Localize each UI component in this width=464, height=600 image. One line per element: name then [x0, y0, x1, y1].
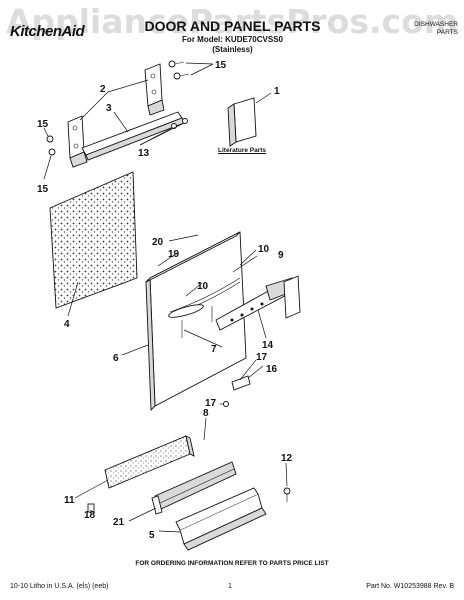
- model-line: For Model: KUDE70CVSS0: [182, 35, 283, 44]
- callout-8: 8: [203, 408, 209, 419]
- callout-14: 14: [262, 340, 274, 351]
- literature-parts-label: Literature Parts: [218, 147, 267, 154]
- callout-19: 19: [168, 249, 180, 260]
- hinge-bracket-right: [144, 63, 165, 116]
- ordering-info-note: FOR ORDERING INFORMATION REFER TO PARTS …: [135, 560, 329, 567]
- callout-2: 2: [100, 84, 106, 95]
- callout-4: 4: [64, 319, 70, 330]
- callout-10a: 10: [258, 244, 270, 255]
- clip-part: [231, 375, 251, 391]
- product-line-2: PARTS: [436, 29, 458, 36]
- outer-door-panel: [145, 231, 247, 412]
- lower-toe-panel-front: [104, 435, 195, 489]
- callout-7: 7: [211, 344, 217, 355]
- callout-13: 13: [138, 148, 150, 159]
- callout-17b: 17: [205, 398, 217, 409]
- literature-part: [227, 92, 272, 147]
- callout-16: 16: [266, 364, 278, 375]
- callout-1: 1: [274, 86, 280, 97]
- callout-15b: 15: [37, 119, 49, 130]
- footer-part-number: Part No. W10253988 Rev. B: [366, 583, 454, 590]
- brand-logo: KitchenAid: [10, 23, 85, 40]
- callout-12: 12: [281, 453, 293, 464]
- lower-toe-panel-middle: [151, 461, 237, 515]
- callout-21: 21: [113, 517, 125, 528]
- callout-18: 18: [84, 510, 96, 521]
- callout-11: 11: [64, 495, 75, 506]
- model-variant: (Stainless): [212, 45, 253, 54]
- callout-10b: 10: [197, 281, 209, 292]
- callout-20: 20: [152, 237, 164, 248]
- door-handle: [168, 277, 241, 318]
- insulation-panel: [49, 171, 138, 309]
- page-title: DOOR AND PANEL PARTS: [144, 18, 321, 34]
- callout-3: 3: [106, 103, 112, 114]
- callout-9: 9: [278, 250, 284, 261]
- footer-page-number: 1: [228, 583, 232, 590]
- toe-panel: [175, 487, 267, 551]
- control-panel-strip: [215, 275, 301, 331]
- callout-17a: 17: [256, 352, 268, 363]
- callout-5: 5: [149, 530, 155, 541]
- product-line-1: DISHWASHER: [414, 21, 458, 28]
- screws: [46, 60, 190, 156]
- callout-15c: 15: [37, 184, 49, 195]
- leader-lines: [43, 62, 288, 533]
- watermark-text: AppliancePartsPros.com: [5, 2, 459, 41]
- callout-6: 6: [113, 353, 119, 364]
- hinge-bracket-left: [67, 115, 88, 168]
- footer-litho: 10-10 Litho in U.S.A. (els) (eeb): [10, 583, 109, 590]
- callout-15a: 15: [215, 60, 227, 71]
- callout-numbers: 1 2 3 4 5 6 7 8 9 10 10 11 12 13 14 15 1…: [37, 60, 293, 541]
- door-rail-part: [81, 111, 185, 161]
